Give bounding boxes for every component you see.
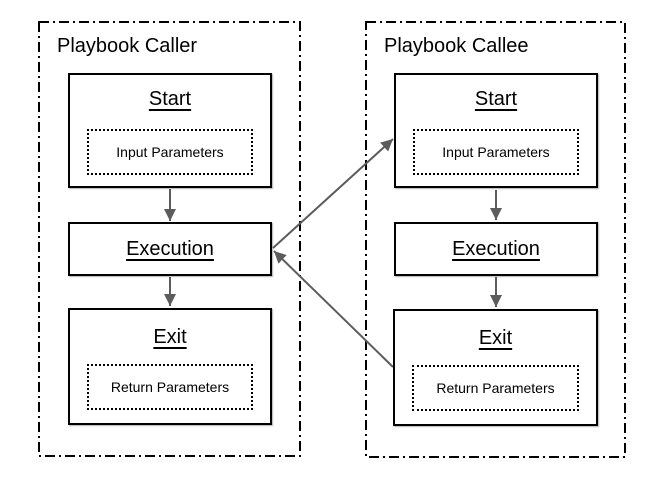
node-caller-exit: Exit Return Parameters <box>68 308 272 425</box>
arrow-caller-execution-to-callee-start-icon <box>272 138 394 249</box>
caller-return-parameters-label: Return Parameters <box>110 379 230 395</box>
node-callee-execution-title: Execution <box>452 237 540 260</box>
callee-input-parameters-box: Input Parameters <box>413 129 579 175</box>
callee-container-label: Playbook Callee <box>384 35 529 57</box>
callee-input-parameters-label: Input Parameters <box>442 144 550 160</box>
node-caller-start: Start Input Parameters <box>68 73 272 188</box>
node-callee-exit-title: Exit <box>478 327 513 349</box>
node-callee-execution: Execution <box>394 222 598 276</box>
node-caller-execution: Execution <box>68 222 272 276</box>
caller-input-parameters-box: Input Parameters <box>87 129 253 175</box>
node-callee-exit: Exit Return Parameters <box>393 309 598 426</box>
caller-container-border <box>38 21 301 457</box>
node-caller-execution-title: Execution <box>126 237 214 260</box>
callee-return-parameters-box: Return Parameters <box>412 365 579 411</box>
arrow-callee-exit-to-caller-execution-icon <box>273 250 394 368</box>
node-caller-exit-title: Exit <box>153 326 187 348</box>
callee-container-border <box>365 21 626 458</box>
caller-input-parameters-label: Input Parameters <box>116 144 224 160</box>
node-caller-start-title: Start <box>148 88 192 110</box>
node-callee-start-title: Start <box>474 88 518 110</box>
node-callee-start: Start Input Parameters <box>394 73 598 188</box>
caller-container-label: Playbook Caller <box>57 35 198 57</box>
caller-return-parameters-box: Return Parameters <box>87 364 253 410</box>
callee-return-parameters-label: Return Parameters <box>436 380 555 396</box>
